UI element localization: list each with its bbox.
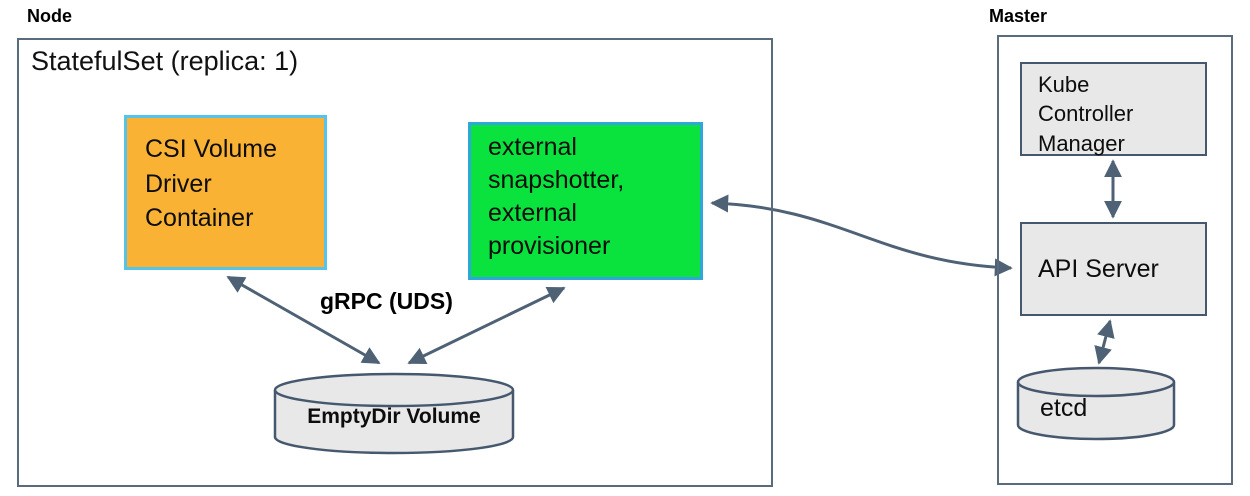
etcd-label: etcd <box>1040 394 1088 422</box>
statefulset-title: StatefulSet (replica: 1) <box>31 46 299 76</box>
emptydir-volume-label: EmptyDir Volume <box>307 405 481 428</box>
node-section-label: Node <box>27 6 72 26</box>
csi-volume-driver-container-box: CSI Volume Driver Container <box>124 115 327 270</box>
kube-controller-manager-box: Kube Controller Manager <box>1020 62 1207 156</box>
node-boundary-box <box>17 38 773 487</box>
grpc-uds-label: gRPC (UDS) <box>320 288 453 314</box>
api-server-box: API Server <box>1020 222 1207 316</box>
external-snapshotter-provisioner-box: external snapshotter, external provision… <box>468 122 703 280</box>
master-boundary-box <box>997 35 1233 485</box>
master-section-label: Master <box>989 6 1048 26</box>
